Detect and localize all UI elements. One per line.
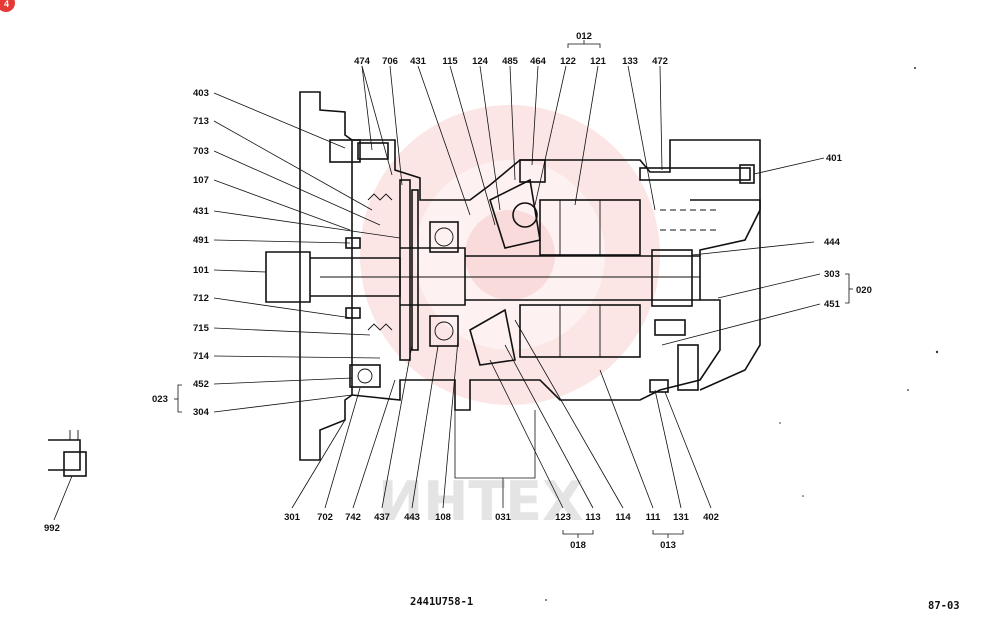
label-437: 437 [374, 512, 390, 523]
corner-badge-number: 4 [4, 0, 9, 9]
label-742: 742 [345, 512, 361, 523]
label-303: 303 [824, 269, 840, 280]
label-031: 031 [495, 512, 512, 523]
label-133: 133 [622, 56, 638, 67]
label-451: 451 [824, 299, 841, 310]
label-444: 444 [824, 237, 841, 248]
label-122: 122 [560, 56, 576, 67]
label-131: 131 [673, 512, 690, 523]
label-113: 113 [585, 512, 600, 523]
label-714: 714 [193, 351, 210, 362]
label-472: 472 [652, 56, 668, 67]
label-108: 108 [435, 512, 451, 523]
leader-lines [53, 40, 853, 538]
label-464: 464 [530, 56, 547, 67]
watermark-text: ИНТЕХ [378, 470, 584, 533]
label-452: 452 [193, 379, 209, 390]
label-403: 403 [193, 88, 209, 99]
label-107: 107 [193, 175, 209, 186]
label-703: 703 [193, 146, 209, 157]
scan-specks [545, 67, 939, 601]
label-706: 706 [382, 56, 398, 67]
detail-992 [48, 430, 87, 477]
label-012: 012 [576, 31, 592, 42]
label-992: 992 [44, 523, 60, 534]
label-431-top: 431 [410, 56, 427, 67]
label-431-left: 431 [193, 206, 210, 217]
label-023: 023 [152, 394, 168, 405]
revision-code: 87-03 [928, 600, 960, 612]
label-491: 491 [193, 235, 210, 246]
assembly-cross-section [265, 91, 761, 461]
label-101: 101 [193, 265, 210, 276]
part-labels: 012 474 706 431 115 124 485 464 122 121 … [44, 31, 872, 551]
label-401: 401 [826, 153, 843, 164]
label-304: 304 [193, 407, 210, 418]
label-013: 013 [660, 540, 676, 551]
label-124: 124 [472, 56, 489, 67]
label-715: 715 [193, 323, 210, 334]
watermark-logo [360, 105, 660, 405]
label-114: 114 [615, 512, 631, 523]
drawing-number: 2441U758-1 [410, 596, 473, 608]
corner-badge: 4 [0, 0, 15, 12]
label-123: 123 [555, 512, 571, 523]
label-443: 443 [404, 512, 420, 523]
label-402: 402 [703, 512, 719, 523]
label-712: 712 [193, 293, 209, 304]
label-121: 121 [590, 56, 607, 67]
label-702: 702 [317, 512, 333, 523]
label-713: 713 [193, 116, 209, 127]
label-474: 474 [354, 56, 371, 67]
label-485: 485 [502, 56, 519, 67]
label-111: 111 [646, 512, 662, 523]
label-115: 115 [442, 56, 458, 67]
label-301: 301 [284, 512, 301, 523]
label-020: 020 [856, 285, 872, 296]
label-018: 018 [570, 540, 586, 551]
